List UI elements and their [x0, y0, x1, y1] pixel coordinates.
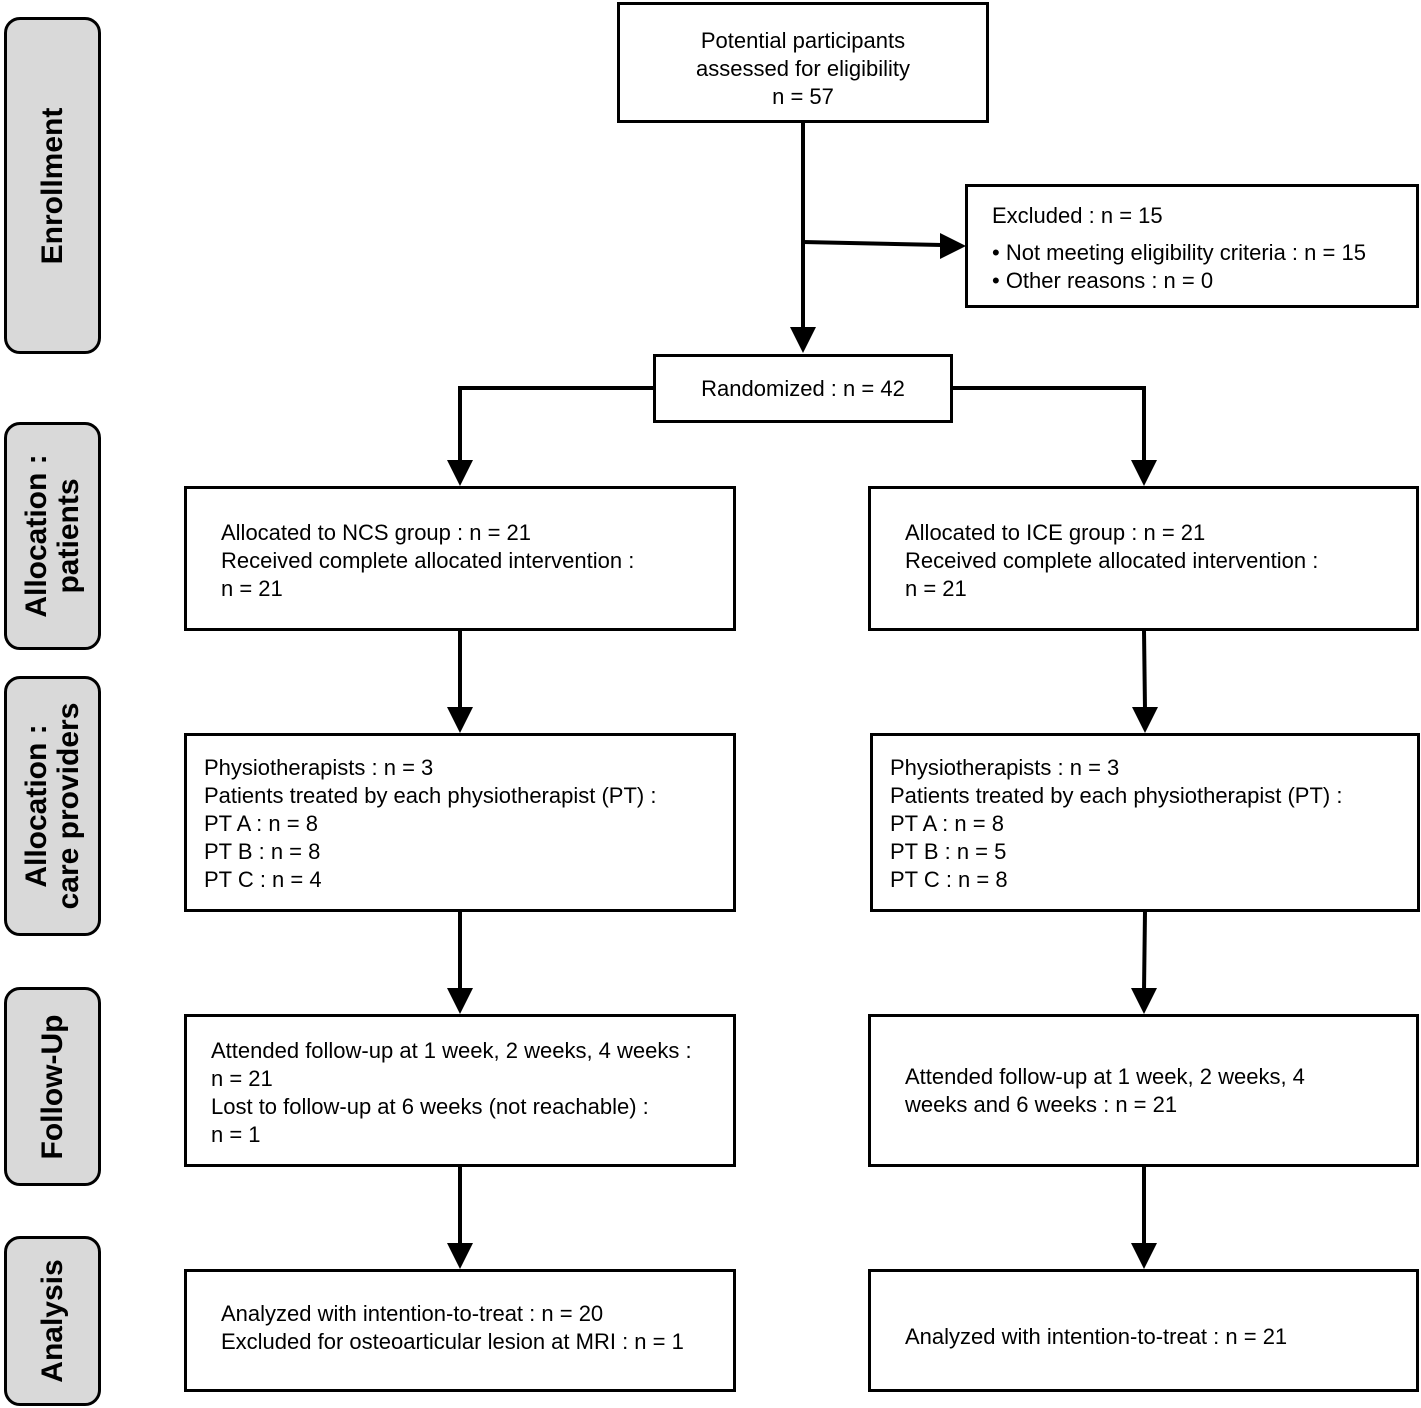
arrow-randomized-to-ncs: [458, 386, 653, 463]
stage-label-allocation-care-providers: Allocation : care providers: [19, 702, 85, 910]
ice-follow-up-box: Attended follow-up at 1 week, 2 weeks, 4…: [868, 1014, 1419, 1167]
stage-label-enrollment: Enrollment: [35, 107, 69, 264]
stage-label-follow-up: Follow-Up: [35, 1014, 69, 1159]
ncs-follow-up-box: Attended follow-up at 1 week, 2 weeks, 4…: [184, 1014, 736, 1167]
arrowhead: [1132, 707, 1158, 733]
arrowhead: [1131, 988, 1157, 1014]
ice-providers-box: Physiotherapists : n = 3 Patients treate…: [870, 733, 1420, 912]
ice-allocation-box: Allocated to ICE group : n = 21 Received…: [868, 486, 1419, 631]
arrowhead: [447, 1243, 473, 1269]
stage-enrollment: Enrollment: [4, 17, 101, 354]
arrowhead: [447, 988, 473, 1014]
stage-analysis: Analysis: [4, 1236, 101, 1406]
arrowhead: [1131, 460, 1157, 486]
arrow-randomized-to-ice: [953, 386, 1146, 463]
randomized-box: Randomized : n = 42: [653, 354, 953, 423]
arrowhead: [447, 707, 473, 733]
arrow-to-excluded: [802, 240, 943, 247]
arrowhead: [447, 460, 473, 486]
ncs-allocation-box: Allocated to NCS group : n = 21 Received…: [184, 486, 736, 631]
excluded-box: Excluded : n = 15 • Not meeting eligibil…: [965, 184, 1419, 308]
stage-allocation-care-providers: Allocation : care providers: [4, 676, 101, 936]
ice-analysis-box: Analyzed with intention-to-treat : n = 2…: [868, 1269, 1419, 1392]
stage-allocation-patients: Allocation : patients: [4, 422, 101, 650]
arrowhead: [1131, 1243, 1157, 1269]
stage-label-allocation-patients: Allocation : patients: [19, 454, 85, 618]
arrowhead: [790, 327, 816, 353]
arrow-ice-allocation-to-providers: [1142, 629, 1147, 711]
arrowhead: [940, 233, 966, 259]
ncs-providers-box: Physiotherapists : n = 3 Patients treate…: [184, 733, 736, 912]
stage-label-analysis: Analysis: [35, 1259, 69, 1383]
stage-follow-up: Follow-Up: [4, 987, 101, 1186]
ncs-analysis-box: Analyzed with intention-to-treat : n = 2…: [184, 1269, 736, 1392]
arrow-ice-providers-to-followup: [1142, 910, 1147, 992]
eligibility-box: Potential participants assessed for elig…: [617, 2, 989, 123]
